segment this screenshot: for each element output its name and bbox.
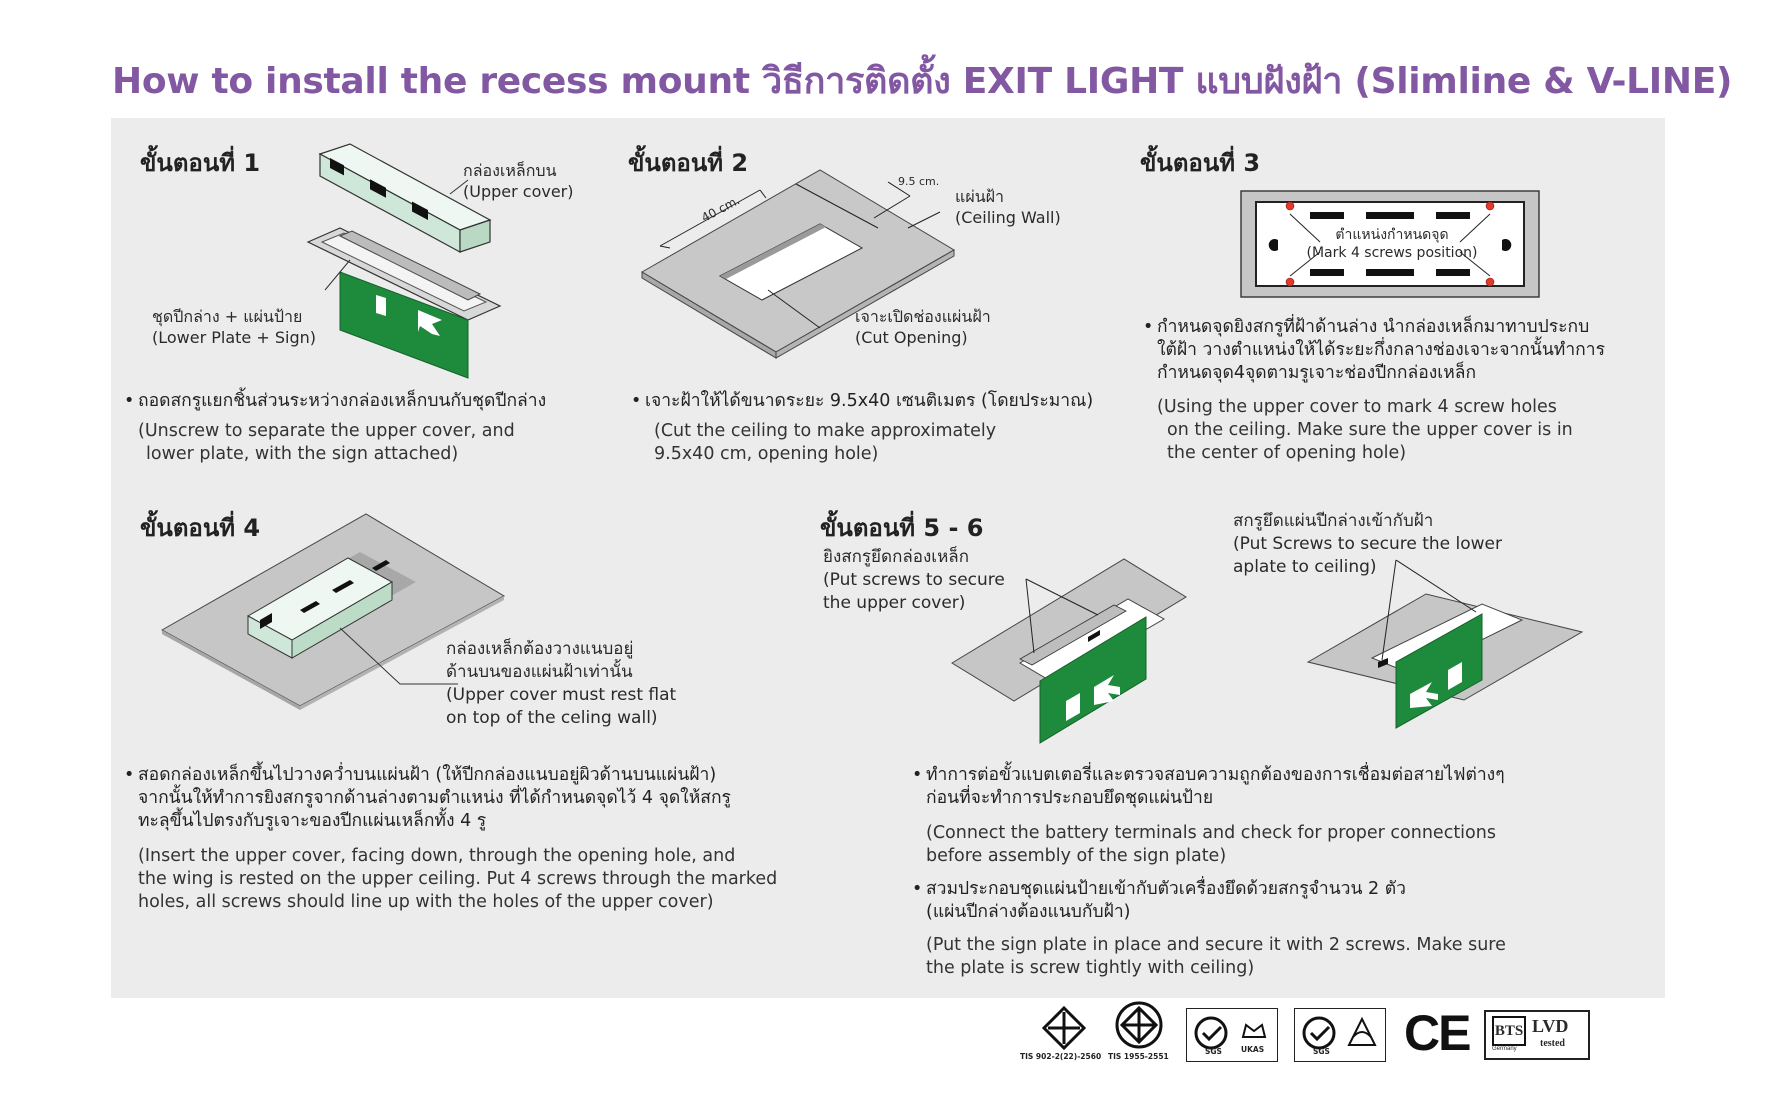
step1-title: ขั้นตอนที่ 1 xyxy=(140,149,261,177)
step3-mark-illustration xyxy=(1240,190,1540,298)
tis-902-logo: TIS 902-2(22)-2560 xyxy=(1020,1005,1104,1062)
tis-circle-icon xyxy=(1115,1001,1163,1049)
lower-plate-th: ชุดปีกล่าง + แผ่นป้าย xyxy=(152,307,303,326)
tis-1955-logo: TIS 1955-2551 xyxy=(1104,1000,1174,1061)
lvd-tested-text: tested xyxy=(1540,1038,1565,1049)
step1-en-text: (Unscrew to separate the upper cover, an… xyxy=(138,421,515,464)
step4-label: กล่องเหล็กต้องวางแนบอยู่ ด้านบนของแผ่นฝ้… xyxy=(446,639,677,728)
page-title: How to install the recess mount วิธีการต… xyxy=(112,61,1733,102)
step2-ceiling-illustration xyxy=(641,169,955,359)
step2-en-text: (Cut the ceiling to make approximately 9… xyxy=(654,421,997,464)
iaf-emblem-icon xyxy=(1347,1016,1377,1046)
step4-bullet: • สอดกล่องเหล็กขึ้นไปวางคว่ำบนแผ่นฝ้า (ใ… xyxy=(124,765,731,831)
bts-lvd-logo: BTS Germany LVD tested xyxy=(1484,1010,1590,1060)
step3-title: ขั้นตอนที่ 3 xyxy=(1140,149,1261,177)
step4-title: ขั้นตอนที่ 4 xyxy=(140,514,261,542)
lvd-text: LVD xyxy=(1532,1016,1569,1036)
step2-bullet: •เจาะฝ้าให้ได้ขนาดระยะ 9.5x40 เซนติเมตร … xyxy=(631,391,1094,411)
upper-cover-en: (Upper cover) xyxy=(463,182,574,201)
lower-plate-en: (Lower Plate + Sign) xyxy=(152,328,316,347)
step2-title: ขั้นตอนที่ 2 xyxy=(628,149,749,177)
tis-diamond-icon xyxy=(1041,1005,1087,1051)
step2-cut-label: เจาะเปิดช่องแผ่นฝ้า (Cut Opening) xyxy=(855,307,991,347)
step1-leader-lines xyxy=(324,179,469,291)
step1-bullet: •ถอดสกรูแยกชิ้นส่วนระหว่างกล่องเหล็กบนกั… xyxy=(124,391,547,411)
ce-mark-logo: CE xyxy=(1404,1005,1471,1061)
sgs-check-icon-2 xyxy=(1302,1016,1336,1050)
step56-label-a: ยิงสกรูยึดกล่องเหล็ก (Put screws to secu… xyxy=(823,547,1005,613)
bts-germany-text: Germany xyxy=(1492,1046,1517,1052)
step3-mark-label: ตำแหน่งกำหนดจุด (Mark 4 screws position) xyxy=(1306,227,1478,261)
step1-exploded-illustration xyxy=(306,143,502,379)
upper-cover-th: กล่องเหล็กบน xyxy=(463,161,557,180)
step56-title: ขั้นตอนที่ 5 - 6 xyxy=(820,514,984,542)
step56-left-illustration xyxy=(951,558,1187,744)
step3-en-text: (Using the upper cover to mark 4 screw h… xyxy=(1157,397,1573,463)
ukas-crown-icon xyxy=(1241,1023,1267,1038)
sgs-ukas-logo: SGS UKAS xyxy=(1186,1008,1278,1062)
dim-width-label: 9.5 cm. xyxy=(898,175,940,188)
step3-bullet: • กำหนดจุดยิงสกรูที่ฝ้าด้านล่าง นำกล่องเ… xyxy=(1143,317,1605,383)
step56-bullet1: • ทำการต่อขั้วแบตเตอรี่และตรวจสอบความถูก… xyxy=(912,765,1505,808)
step1-lower-label: ชุดปีกล่าง + แผ่นป้าย (Lower Plate + Sig… xyxy=(152,306,316,348)
step4-illustration xyxy=(160,513,506,710)
ce-mark-text: CE xyxy=(1404,1005,1471,1061)
step2-ceiling-label: แผ่นฝ้า (Ceiling Wall) xyxy=(955,187,1061,227)
bts-text: BTS xyxy=(1492,1016,1526,1046)
step56-bullet2: • สวมประกอบชุดแผ่นป้ายเข้ากับตัวเครื่องย… xyxy=(912,879,1406,922)
step56-right-illustration xyxy=(1306,559,1584,729)
step4-en-text: (Insert the upper cover, facing down, th… xyxy=(138,846,778,912)
step1-upper-label: กล่องเหล็กบน (Upper cover) xyxy=(463,160,574,202)
step56-en2-text: (Put the sign plate in place and secure … xyxy=(926,935,1506,978)
step56-en1-text: (Connect the battery terminals and check… xyxy=(926,823,1496,866)
step56-label-b: สกรูยึดแผ่นปีกล่างเข้ากับฝ้า (Put Screws… xyxy=(1233,511,1502,577)
sgs-iaf-logo: SGS xyxy=(1294,1008,1386,1062)
sgs-check-icon xyxy=(1194,1016,1228,1050)
